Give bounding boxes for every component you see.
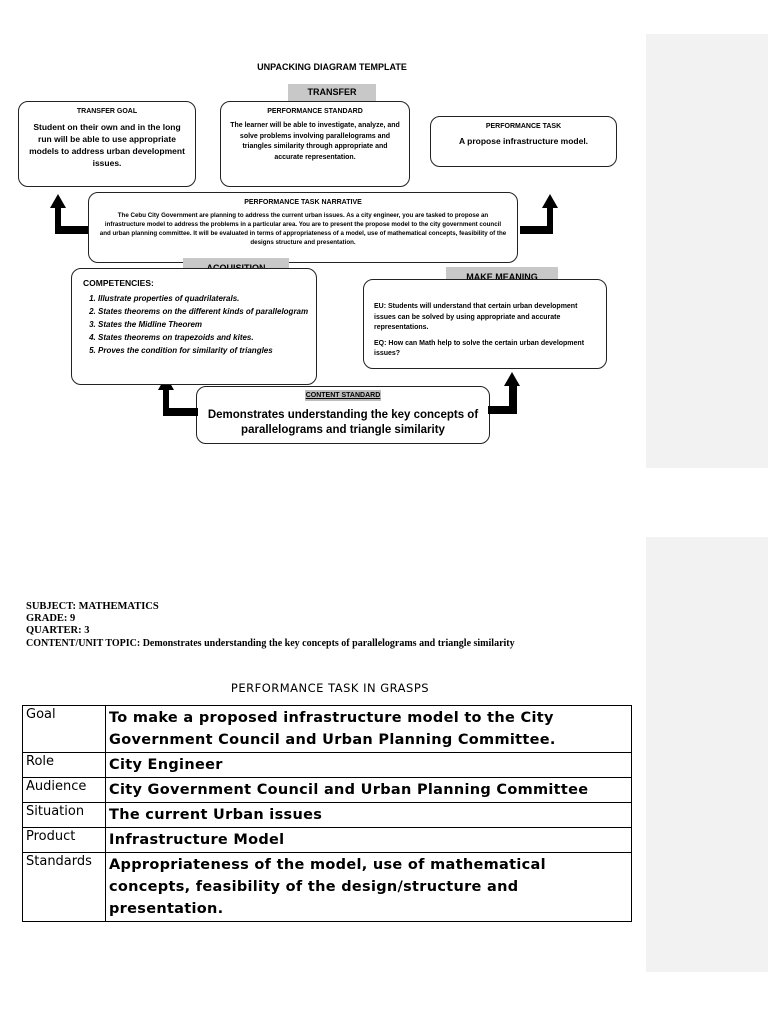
table-row: Goal To make a proposed infrastructure m… (22, 705, 632, 753)
page-margin-panel-bottom (646, 537, 768, 972)
grasps-value: The current Urban issues (105, 802, 632, 828)
competencies-box: COMPETENCIES: Illustrate properties of q… (71, 268, 317, 385)
grasps-table: Goal To make a proposed infrastructure m… (22, 705, 632, 922)
grasps-value: City Government Council and Urban Planni… (105, 777, 632, 803)
competency-item: Illustrate properties of quadrilaterals. (98, 292, 316, 305)
content-standard-title: CONTENT STANDARD (305, 390, 381, 401)
transfer-goal-box: TRANSFER GOAL Student on their own and i… (18, 101, 196, 187)
grasps-label: Goal (22, 705, 106, 753)
competency-item: Proves the condition for similarity of t… (98, 344, 316, 357)
subject-line: SUBJECT: MATHEMATICS (26, 601, 159, 612)
content-standard-text: Demonstrates understanding the key conce… (207, 409, 479, 436)
narrative-text: The Cebu City Government are planning to… (99, 212, 507, 246)
grasps-label: Standards (22, 852, 106, 922)
grasps-label: Role (22, 752, 106, 778)
competency-item: States theorems on trapezoids and kites. (98, 331, 316, 344)
grasps-value: City Engineer (105, 752, 632, 778)
performance-task-title: PERFORMANCE TASK (485, 123, 562, 130)
transfer-goal-text: Student on their own and in the long run… (29, 122, 185, 168)
narrative-box: PERFORMANCE TASK NARRATIVE The Cebu City… (88, 192, 518, 263)
table-row: Role City Engineer (22, 752, 632, 778)
table-row: Product Infrastructure Model (22, 827, 632, 853)
competency-item: States theorems on the different kinds o… (98, 305, 316, 318)
topic-line: CONTENT/UNIT TOPIC: Demonstrates underst… (26, 638, 515, 649)
competency-item: States the Midline Theorem (98, 318, 316, 331)
page-margin-panel-top (646, 34, 768, 468)
grasps-value: To make a proposed infrastructure model … (105, 705, 632, 753)
competencies-list: Illustrate properties of quadrilaterals.… (72, 292, 316, 357)
grasps-label: Product (22, 827, 106, 853)
performance-standard-title: PERFORMANCE STANDARD (267, 108, 363, 115)
narrative-title: PERFORMANCE TASK NARRATIVE (244, 199, 362, 206)
make-meaning-box: EU: Students will understand that certai… (363, 279, 607, 369)
competencies-title: COMPETENCIES: (83, 278, 154, 288)
table-row: Situation The current Urban issues (22, 802, 632, 828)
transfer-goal-title: TRANSFER GOAL (76, 108, 138, 115)
grasps-title: PERFORMANCE TASK IN GRASPS (230, 681, 430, 695)
arrow-left-up-icon (50, 194, 88, 234)
diagram-title: UNPACKING DIAGRAM TEMPLATE (257, 62, 407, 72)
quarter-line: QUARTER: 3 (26, 625, 90, 636)
arrow-right-up-icon (520, 194, 558, 234)
grasps-value: Infrastructure Model (105, 827, 632, 853)
enduring-understanding-text: EU: Students will understand that certai… (374, 303, 578, 331)
essential-question-text: EQ: How can Math help to solve the certa… (374, 339, 585, 358)
grasps-label: Situation (22, 802, 106, 828)
grasps-value: Appropriateness of the model, use of mat… (105, 852, 632, 922)
table-row: Standards Appropriateness of the model, … (22, 852, 632, 922)
table-row: Audience City Government Council and Urb… (22, 777, 632, 803)
performance-standard-text: The learner will be able to investigate,… (230, 122, 400, 161)
arrow-up-from-content-left-icon (158, 376, 198, 416)
performance-task-text: A propose infrastructure model. (458, 136, 589, 146)
arrow-up-from-content-right-icon (488, 372, 520, 414)
performance-standard-box: PERFORMANCE STANDARD The learner will be… (220, 101, 410, 187)
grade-line: GRADE: 9 (26, 613, 76, 624)
grasps-label: Audience (22, 777, 106, 803)
performance-task-box: PERFORMANCE TASK A propose infrastructur… (430, 116, 617, 167)
transfer-tag: TRANSFER (288, 84, 376, 101)
